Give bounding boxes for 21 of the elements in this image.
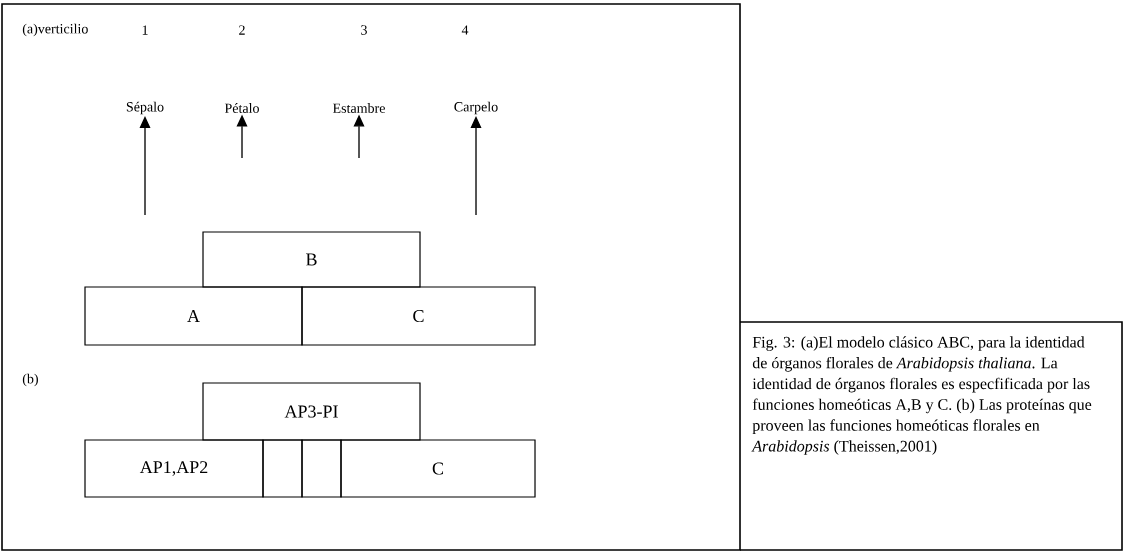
- label: 3: [361, 25, 367, 35]
- organ-label: Sépalo: [126, 101, 164, 115]
- organ-label: Pétalo: [224, 103, 259, 113]
- figure-caption: Fig. 3: (a)El modelo clásico ABC, para la identidad de órganos florales de Arabidopsis thaliana. La identidad de órganos florales es especfificada por las funciones homeóticas A,B y C. (b) Las proteínas que proveen las funciones homeóticas florales en Arabidopsis (Theissen,2001): [751, 336, 1092, 455]
- label: 4: [461, 25, 469, 35]
- function-box: B: [202, 231, 421, 288]
- label: 1: [142, 25, 148, 35]
- organ-label: Estambre: [332, 103, 385, 113]
- function-box: AP1,AP2: [84, 439, 264, 498]
- arrow: [139, 116, 151, 216]
- arrow: [470, 116, 482, 216]
- label: (a)verticilio: [22, 23, 88, 37]
- label: 2: [239, 25, 245, 35]
- function-box: AP3-PI: [202, 382, 421, 441]
- function-box: C: [340, 439, 536, 498]
- function-box: C: [301, 286, 536, 346]
- empty-box: [262, 439, 303, 498]
- organ-label: Carpelo: [454, 101, 498, 115]
- empty-box: [301, 439, 342, 498]
- function-box: A: [84, 286, 303, 346]
- label: (b): [22, 373, 38, 387]
